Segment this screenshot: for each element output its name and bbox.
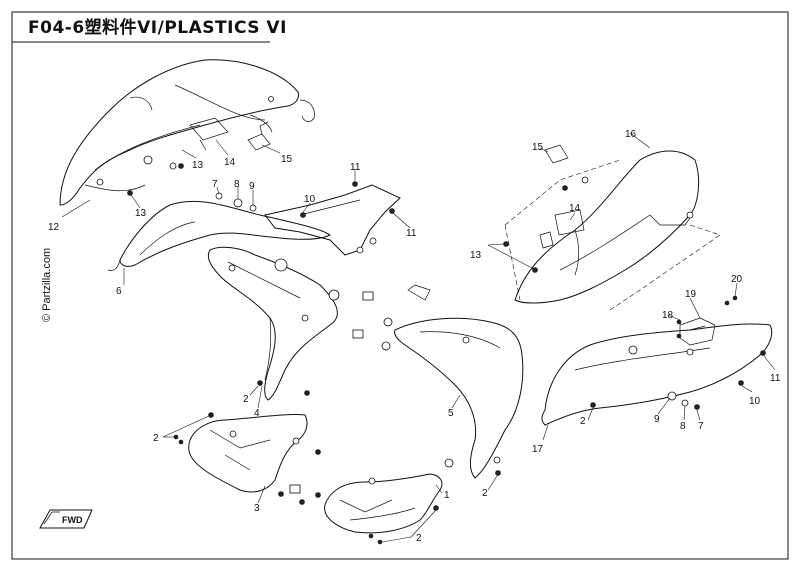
callout-15-right: 15	[532, 142, 544, 153]
callout-12: 12	[48, 222, 60, 233]
callout-4: 4	[254, 408, 260, 419]
callout-18: 18	[662, 310, 674, 321]
part-14-clip-left	[189, 117, 229, 151]
part-14-clip-right	[539, 209, 585, 249]
part-1-bottom-panel	[324, 473, 443, 534]
callout-11-right: 11	[770, 373, 781, 384]
callout-10-left: 10	[304, 194, 316, 205]
callout-13-right: 13	[470, 250, 482, 261]
callout-3: 3	[254, 503, 260, 514]
callout-19: 19	[685, 289, 697, 300]
part-6-side-trim	[107, 200, 331, 271]
callout-17: 17	[532, 444, 544, 455]
callout-10-right: 10	[749, 396, 761, 407]
page-title: F04-6塑料件VI/PLASTICS VI	[28, 17, 287, 38]
callout-6: 6	[116, 286, 122, 297]
leader-lines	[61, 132, 776, 543]
part-15-bracket-left	[247, 121, 271, 151]
watermark: © Partzilla.com	[41, 248, 53, 322]
part-3-lower-panel	[188, 414, 308, 494]
part-17-rear-side-panel	[541, 323, 773, 426]
fwd-label: FWD	[62, 515, 83, 525]
callout-11-top: 11	[350, 162, 361, 173]
part-15-clip-right	[544, 144, 569, 164]
callout-8-left: 8	[234, 179, 240, 190]
callout-13-left-upper: 13	[192, 160, 204, 171]
upper-side-bracket	[264, 184, 401, 256]
callout-8-right: 8	[680, 421, 686, 432]
callout-2-panel-4: 2	[243, 394, 249, 405]
callout-11-mid: 11	[406, 228, 417, 239]
callout-1: 1	[444, 490, 450, 501]
part-4-side-panel	[207, 246, 338, 401]
part-12-front-shroud	[59, 59, 315, 206]
fwd-arrow-icon: FWD	[39, 509, 93, 529]
callout-16: 16	[625, 129, 637, 140]
part-5-center-panel	[394, 284, 524, 479]
callout-13-left-lower: 13	[135, 208, 147, 219]
callout-20: 20	[731, 274, 743, 285]
callout-5: 5	[448, 408, 454, 419]
callout-9-right: 9	[654, 414, 660, 425]
part-16-tail-cover	[514, 150, 700, 304]
callout-14-right: 14	[569, 203, 581, 214]
callout-2-right: 2	[580, 416, 586, 427]
diagram-frame	[11, 11, 789, 560]
callout-labels: 12 13 14 15 13 7 8 9 10 11 11 6 4 2 5 2 …	[48, 129, 781, 544]
callout-14-left: 14	[224, 157, 236, 168]
rear-dashed-outline	[504, 159, 721, 311]
callout-7-left: 7	[212, 179, 218, 190]
callout-15-left: 15	[281, 154, 293, 165]
callout-2-center: 2	[482, 488, 488, 499]
callout-7-right: 7	[698, 421, 704, 432]
callout-9-left: 9	[249, 181, 255, 192]
callout-2-bottom: 2	[416, 533, 422, 544]
callout-2-left: 2	[153, 433, 159, 444]
part-19-bracket	[679, 317, 716, 346]
